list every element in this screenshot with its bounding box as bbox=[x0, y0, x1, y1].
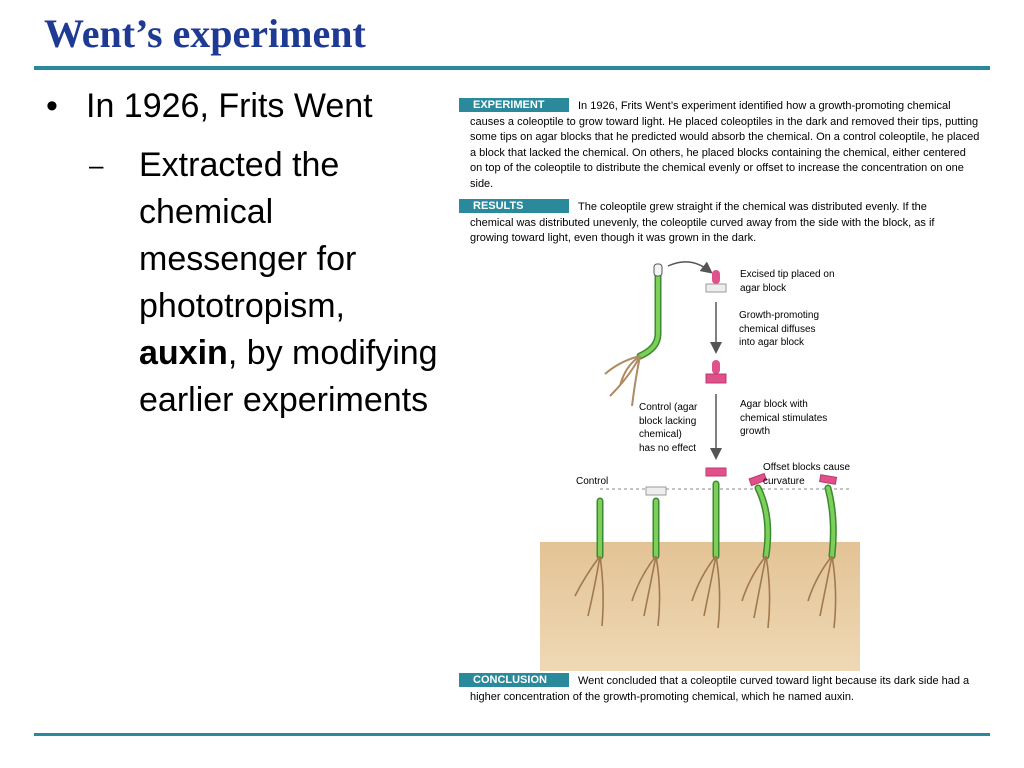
agar-block-with-chemical bbox=[705, 360, 727, 384]
coleoptile-offset-block-2 bbox=[819, 474, 838, 560]
experiment-text: In 1926, Frits Went’s experiment identif… bbox=[470, 100, 980, 190]
label-control-description: Control (agar block lacking chemical) ha… bbox=[639, 402, 698, 454]
sub-bullet-bold-auxin: auxin bbox=[139, 334, 228, 372]
label-diffuses: Growth-promoting chemical diffuses into … bbox=[739, 310, 820, 348]
label-control: Control bbox=[576, 476, 609, 487]
soil-block bbox=[540, 542, 860, 671]
coleoptile-plain-block bbox=[645, 486, 667, 560]
transfer-arrow bbox=[667, 261, 713, 274]
sub-bullet-text-1: Extracted the chemical messenger for pho… bbox=[139, 146, 357, 325]
bottom-divider bbox=[34, 733, 990, 736]
label-excised-tip: Excised tip placed on agar block bbox=[740, 269, 835, 294]
experiment-illustration bbox=[540, 261, 860, 671]
experiment-tag: EXPERIMENT bbox=[459, 98, 569, 112]
coleoptile-with-tip bbox=[604, 263, 663, 407]
slide-title: Went’s experiment bbox=[44, 11, 366, 56]
sub-bullet-dash: – bbox=[89, 150, 104, 180]
top-divider bbox=[34, 66, 990, 70]
results-tag: RESULTS bbox=[459, 199, 569, 213]
label-agar-with-chemical: Agar block with chemical stimulates grow… bbox=[740, 399, 828, 437]
tip-on-agar-block bbox=[705, 270, 727, 293]
conclusion-tag: CONCLUSION bbox=[459, 673, 569, 687]
roots bbox=[574, 555, 837, 629]
results-text: The coleoptile grew straight if the chem… bbox=[470, 201, 935, 244]
bullet-item: • In 1926, Frits Went bbox=[44, 84, 444, 128]
coleoptile-centered-block bbox=[705, 467, 727, 560]
bullet-list: • In 1926, Frits Went – Extracted the ch… bbox=[44, 84, 444, 424]
conclusion-text: Went concluded that a coleoptile curved … bbox=[470, 675, 970, 703]
coleoptile-offset-block-1 bbox=[748, 472, 772, 560]
sub-bullet-item: – Extracted the chemical messenger for p… bbox=[44, 142, 444, 424]
bullet-dot: • bbox=[46, 87, 58, 125]
sub-bullet-text-2: , by modifying earlier experiments bbox=[139, 334, 438, 419]
bullet-text: In 1926, Frits Went bbox=[86, 87, 373, 125]
label-offset: Offset blocks cause curvature bbox=[763, 462, 851, 487]
